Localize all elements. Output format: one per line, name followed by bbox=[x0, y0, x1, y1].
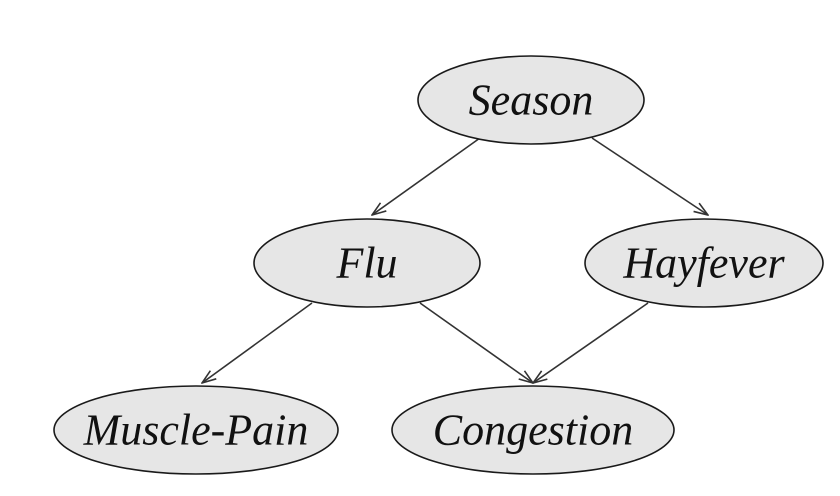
node-hayfever-shape bbox=[584, 218, 824, 308]
node-flu-label: Flu bbox=[335, 239, 397, 288]
node-flu: Flu bbox=[253, 218, 481, 308]
node-flu-shape bbox=[253, 218, 481, 308]
node-hayfever-label: Hayfever bbox=[622, 239, 785, 288]
edge-season-hayfever bbox=[591, 137, 708, 215]
edges bbox=[202, 137, 708, 383]
node-muscle-pain: Muscle-Pain bbox=[53, 385, 339, 475]
node-congestion: Congestion bbox=[391, 385, 675, 475]
node-hayfever: Hayfever bbox=[584, 218, 824, 308]
node-muscle-pain-label: Muscle-Pain bbox=[83, 406, 309, 455]
node-season-shape bbox=[417, 55, 645, 145]
edge-hayfever-congestion bbox=[533, 302, 649, 383]
node-congestion-label: Congestion bbox=[433, 406, 633, 455]
node-season-label: Season bbox=[469, 76, 594, 125]
edge-season-flu bbox=[372, 137, 481, 215]
edge-flu-muscle-pain bbox=[202, 302, 313, 383]
edge-flu-congestion bbox=[419, 302, 533, 383]
node-season: Season bbox=[417, 55, 645, 145]
node-congestion-shape bbox=[391, 385, 675, 475]
node-muscle-pain-shape bbox=[53, 385, 339, 475]
